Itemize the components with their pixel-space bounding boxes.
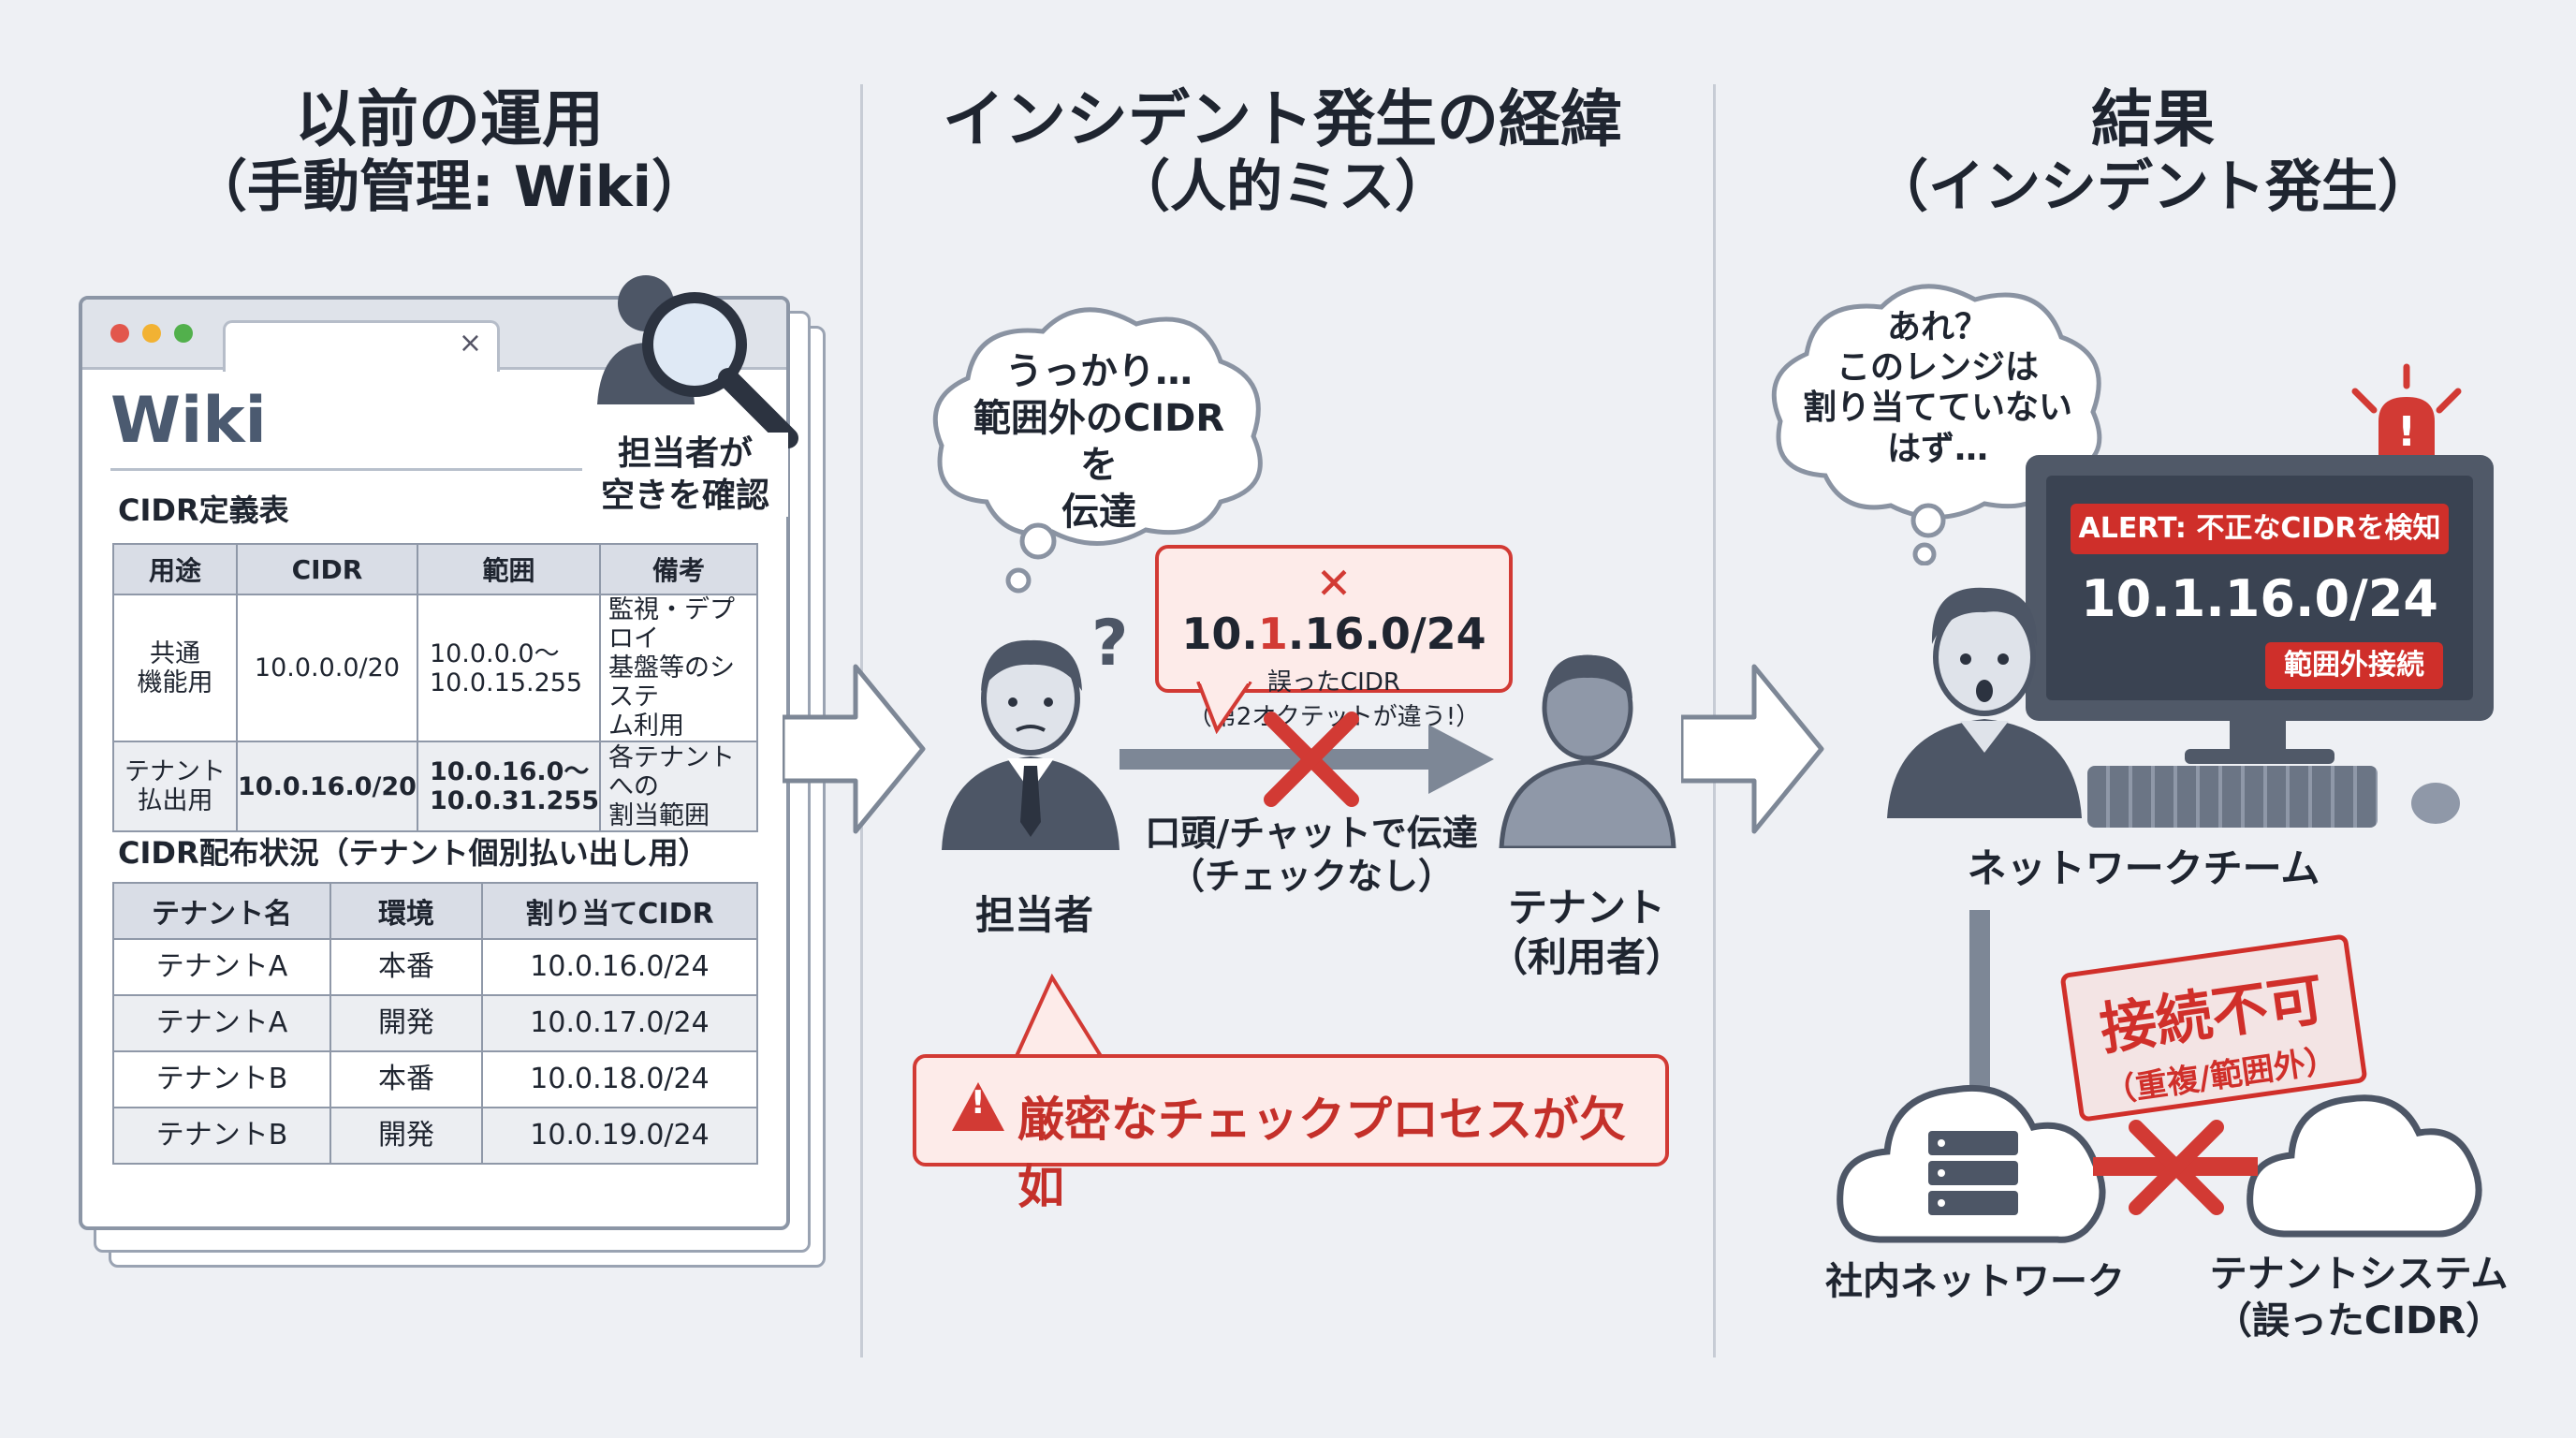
distribution-header-tenant: テナント名 [112, 882, 331, 940]
definition-header-cidr: CIDR [236, 543, 418, 595]
checker-magnifier-icon [597, 275, 798, 448]
column-left-subtitle: （手動管理: Wiki） [190, 154, 709, 220]
alert-banner: ALERT: 不正なCIDRを検知 [2071, 504, 2449, 554]
distribution-cell-cidr: 10.0.19.0/24 [481, 1107, 758, 1165]
keyboard-icon [2087, 766, 2378, 828]
distribution-cell-env: 開発 [329, 994, 483, 1052]
column-left-heading: 以前の運用 （手動管理: Wiki） [75, 84, 824, 220]
definition-cell-note: 各テナントへの割当範囲 [599, 741, 758, 833]
column-middle-subtitle: （人的ミス） [1114, 154, 1451, 220]
warning-pointer [1015, 974, 1103, 1058]
mouse-icon [2411, 783, 2460, 824]
window-maximize-dot-icon[interactable] [174, 324, 193, 343]
alarm-exclaim: ! [2397, 408, 2417, 456]
wrong-cidr-suffix: .16.0/24 [1287, 609, 1486, 659]
definition-cell-range: 10.0.16.0～10.0.31.255 [416, 741, 602, 833]
distribution-header-cidr: 割り当てCIDR [481, 882, 758, 940]
cidr-definition-table: 用途 CIDR 範囲 備考 共通機能用 10.0.0.0/20 10.0.0.0… [112, 543, 758, 833]
distribution-cell-env: 開発 [329, 1107, 483, 1165]
tenant-person-icon [1499, 654, 1676, 848]
distribution-cell-tenant: テナントA [112, 938, 331, 996]
wiki-browser-tab[interactable]: × [223, 320, 500, 372]
wiki-title-rule [110, 468, 681, 471]
wiki-logo: Wiki [110, 384, 267, 458]
column-right-title: 結果 [2091, 83, 2215, 155]
definition-cell-note: 監視・デプロイ基盤等のシステム利用 [599, 593, 758, 743]
network-team-label: ネットワークチーム [1967, 845, 2320, 891]
distribution-cell-cidr: 10.0.17.0/24 [481, 994, 758, 1052]
warning-text: 厳密なチェックプロセスが欠如 [1017, 1093, 1626, 1214]
wiki-window: × Wiki CIDR定義表 用途 CIDR 範囲 備考 共通機能用 10.0.… [79, 296, 790, 1230]
table-row: テナントA 開発 10.0.17.0/24 [112, 994, 758, 1052]
distribution-cell-env: 本番 [329, 938, 483, 996]
wrong-cidr-caption: 誤ったCIDR [1267, 668, 1400, 697]
warning-exclaim: ! [971, 1084, 986, 1122]
column-right-heading: 結果 （インシデント発生） [1741, 84, 2565, 220]
tab-close-icon[interactable]: × [458, 327, 482, 360]
tenant-system-cloud-icon [2247, 1094, 2482, 1238]
warning-triangle-icon [952, 1082, 1004, 1131]
out-of-range-tag: 範囲外接続 [2265, 642, 2443, 689]
distribution-cell-env: 本番 [329, 1050, 483, 1108]
wrong-cidr-cross-icon: ✕ [1315, 558, 1353, 609]
wrong-cidr-prefix: 10. [1181, 609, 1258, 659]
window-close-dot-icon[interactable] [110, 324, 129, 343]
cidr-distribution-table: テナント名 環境 割り当てCIDR テナントA 本番 10.0.16.0/24 … [112, 882, 758, 1165]
distribution-cell-tenant: テナントB [112, 1107, 331, 1165]
transfer-arrow-icon [1120, 725, 1494, 794]
staff-thought-text: うっかり…範囲外のCIDRを伝達 [973, 350, 1225, 534]
tenant-system-label: テナントシステム（誤ったCIDR） [2209, 1253, 2509, 1343]
flow-arrow-left-icon [783, 664, 926, 834]
definition-cell-cidr: 10.0.16.0/20 [236, 741, 418, 833]
distribution-cell-tenant: テナントA [112, 994, 331, 1052]
definition-header-range: 範囲 [416, 543, 602, 595]
team-thought-text: あれ？このレンジは割り当てていないはず… [1802, 308, 2072, 468]
staff-label: 担当者 [974, 892, 1093, 938]
monitor-screen: ALERT: 不正なCIDRを検知 10.1.16.0/24 範囲外接続 [2046, 476, 2473, 700]
callout-pointer [1196, 682, 1252, 734]
detected-cidr: 10.1.16.0/24 [2081, 569, 2438, 628]
thought-cloud-staff [932, 307, 1263, 594]
definition-header-purpose: 用途 [112, 543, 238, 595]
table-row: テナントA 本番 10.0.16.0/24 [112, 938, 758, 996]
definition-header-note: 備考 [599, 543, 758, 595]
monitor-base [2185, 749, 2334, 764]
column-middle-heading: インシデント発生の経緯 （人的ミス） [871, 84, 1694, 220]
column-left-title: 以前の運用 [295, 83, 604, 155]
definition-cell-range: 10.0.0.0～10.0.15.255 [416, 593, 602, 743]
warning-box: ! 厳密なチェックプロセスが欠如 [913, 1054, 1669, 1214]
network-team-person-icon [1887, 587, 2082, 818]
table-row: テナントB 本番 10.0.18.0/24 [112, 1050, 758, 1108]
blocked-link-cross-icon [2129, 1120, 2224, 1215]
column-middle-title: インシデント発生の経緯 [943, 83, 1622, 155]
team-network-connector [1969, 910, 1990, 1110]
column-right-subtitle: （インシデント発生） [1872, 154, 2434, 220]
table-row: テナント払出用 10.0.16.0/20 10.0.16.0～10.0.31.2… [112, 741, 758, 833]
checker-label: 担当者が空きを確認 [582, 433, 788, 517]
cidr-distribution-title: CIDR配布状況（テナント個別払い出し用） [118, 835, 709, 871]
definition-cell-cidr: 10.0.0.0/20 [236, 593, 418, 743]
window-minimize-dot-icon[interactable] [142, 324, 161, 343]
question-mark-icon: ? [1091, 607, 1129, 681]
distribution-cell-tenant: テナントB [112, 1050, 331, 1108]
wrong-cidr-highlight: 1 [1257, 609, 1288, 659]
distribution-header-env: 環境 [329, 882, 483, 940]
wrong-cidr-callout: ✕ 10.1.16.0/24 誤ったCIDR （第2オクテットが違う!） [1155, 545, 1513, 731]
thought-cloud-team [1771, 284, 2102, 565]
definition-cell-purpose: テナント払出用 [112, 741, 238, 833]
cidr-definition-title: CIDR定義表 [118, 492, 289, 528]
blocked-cross-icon [1264, 712, 1359, 807]
internal-network-cloud-icon [1837, 1084, 2106, 1243]
tenant-label: テナント（利用者） [1487, 885, 1685, 980]
definition-cell-purpose: 共通機能用 [112, 593, 238, 743]
table-row: 共通機能用 10.0.0.0/20 10.0.0.0～10.0.15.255 監… [112, 593, 758, 743]
distribution-cell-cidr: 10.0.16.0/24 [481, 938, 758, 996]
channel-label: 口頭/チャットで伝達（チェックなし） [1145, 813, 1478, 897]
internal-network-label: 社内ネットワーク [1825, 1260, 2125, 1303]
distribution-cell-cidr: 10.0.18.0/24 [481, 1050, 758, 1108]
staff-person-icon [942, 639, 1120, 850]
flow-arrow-right-icon [1681, 664, 1824, 834]
table-row: テナントB 開発 10.0.19.0/24 [112, 1107, 758, 1165]
